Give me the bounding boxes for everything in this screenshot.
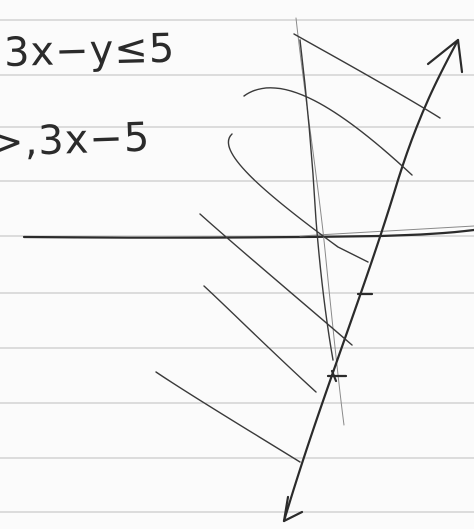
shading-hatch xyxy=(293,33,441,119)
boundary-line xyxy=(282,38,460,523)
x-axis xyxy=(22,228,474,239)
shading-hatch xyxy=(243,87,413,176)
shading-hatch xyxy=(199,213,353,346)
top-arrowhead-icon xyxy=(426,38,464,74)
y-intercept-tick xyxy=(326,369,348,383)
shading-hatch xyxy=(227,133,369,263)
y-axis-overdraw xyxy=(299,39,334,361)
shading-hatch xyxy=(203,285,317,393)
bottom-arrowhead-icon xyxy=(282,495,304,523)
shading-hatch xyxy=(155,371,301,463)
x-axis-pencil-extension xyxy=(299,225,474,237)
